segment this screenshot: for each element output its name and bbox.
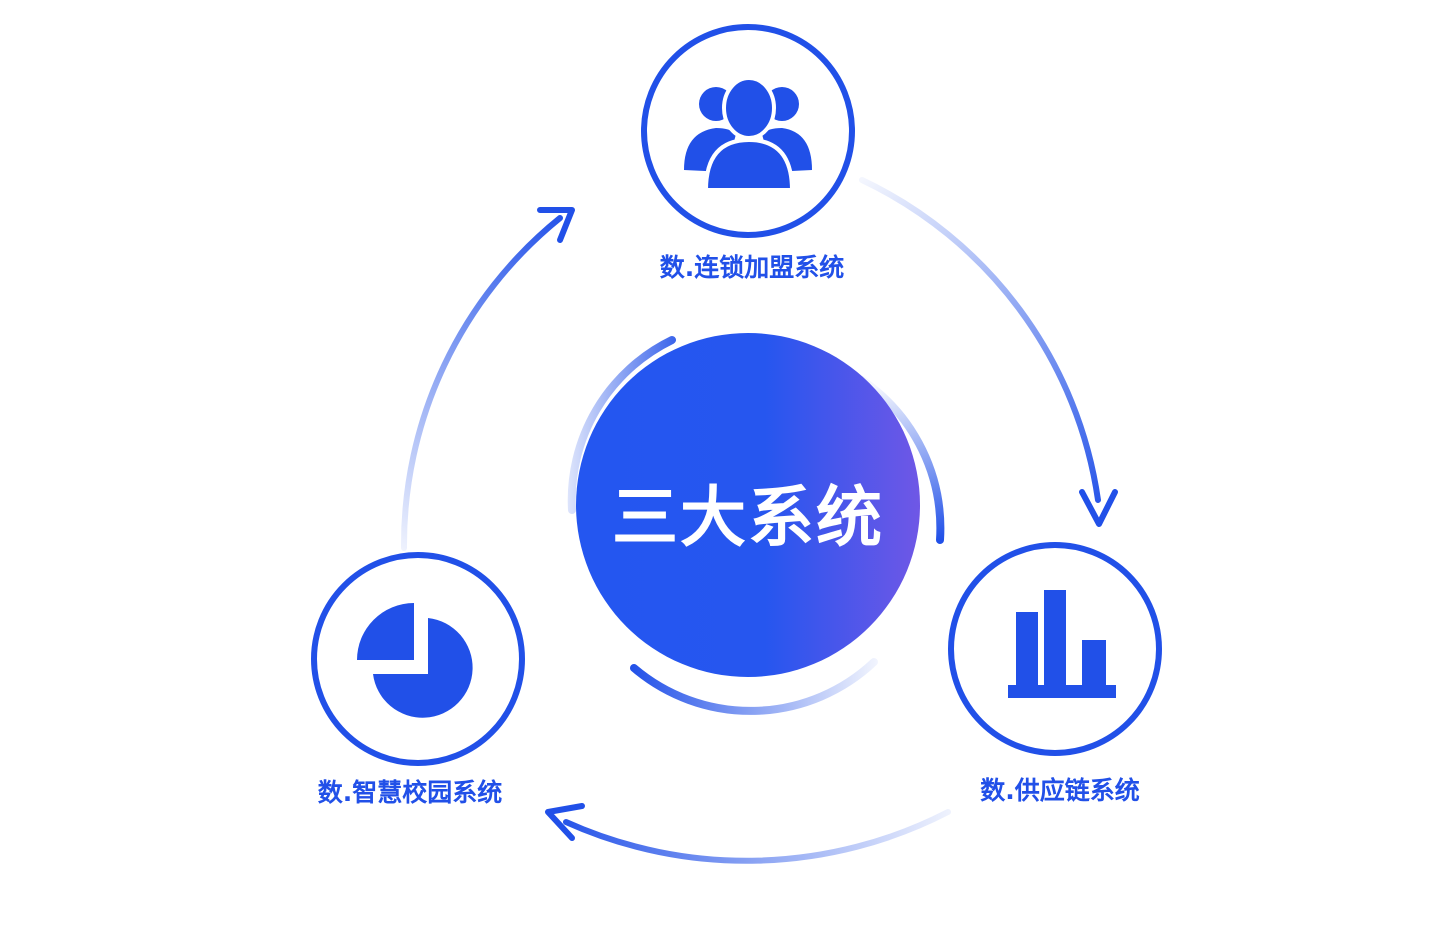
users-icon bbox=[684, 76, 812, 192]
center-hub: 三大系统 bbox=[567, 333, 945, 715]
node-smart-campus[interactable]: 数.智慧校园系统 bbox=[311, 552, 525, 807]
node-franchise-label: 数.连锁加盟系统 bbox=[660, 253, 845, 282]
center-title: 三大系统 bbox=[612, 479, 884, 556]
node-smart-campus-ring bbox=[311, 552, 525, 766]
center-circle bbox=[576, 333, 920, 677]
node-franchise[interactable]: 数.连锁加盟系统 bbox=[641, 24, 855, 282]
flow-arrow-campus-to-franchise bbox=[400, 215, 563, 551]
node-smart-campus-label: 数.智慧校园系统 bbox=[318, 778, 503, 807]
node-supply-chain-label: 数.供应链系统 bbox=[980, 776, 1140, 805]
arrowhead-left bbox=[537, 207, 575, 243]
flow-arrow-franchise-to-supply bbox=[859, 177, 1101, 503]
pie-chart-icon bbox=[357, 603, 473, 718]
flow-arrow-supply-to-campus bbox=[563, 809, 951, 864]
flow-arrows bbox=[400, 177, 1118, 864]
arrowhead-bottom bbox=[545, 803, 585, 841]
arrowhead-right bbox=[1079, 489, 1118, 527]
center-ring-top-arc bbox=[567, 336, 676, 514]
center-ring-bottom-arc bbox=[630, 658, 878, 715]
center-ring-right-arc bbox=[858, 376, 945, 544]
bar-chart-icon bbox=[1008, 590, 1116, 698]
node-supply-chain[interactable]: 数.供应链系统 bbox=[948, 542, 1162, 805]
